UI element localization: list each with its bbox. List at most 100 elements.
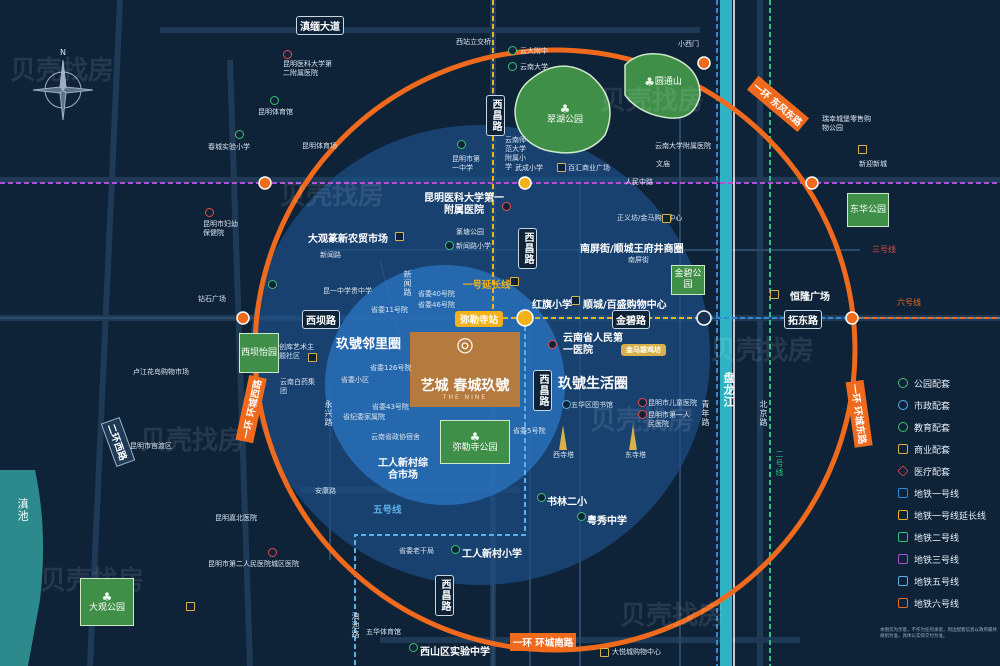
legend-label: 地铁一号线 [914, 489, 960, 500]
legend-label: 地铁二号线 [914, 533, 960, 544]
education-icon [898, 422, 908, 432]
poi-small: 新迎新城 [859, 160, 887, 168]
legend-label: 地铁五号线 [914, 577, 960, 588]
road-nanping: 南屏街 [628, 256, 649, 264]
road-dian-mian: 滇缅大道 [296, 16, 344, 35]
poi-small: 篆塘公园 [456, 228, 484, 236]
metro-line3-icon [898, 554, 908, 564]
road-qingnian: 青年路 [701, 400, 710, 427]
compass [32, 59, 94, 121]
legend-item: 市政配套 [898, 394, 998, 416]
poi-shuncheng: 顺城/百盛购物中心 [583, 300, 667, 311]
road-yongxin: 永兴路 [324, 400, 333, 427]
poi-shulin: 书林二小 [547, 497, 587, 508]
commerce-icon [557, 163, 566, 172]
cuihu-park-shape [514, 65, 611, 154]
road-jinbi: 金碧路 [612, 310, 650, 329]
road-chengdu: 滇池路 [351, 612, 360, 639]
metro-line5-label: 五号线 [373, 505, 402, 516]
poi-small: 省委老干局 [399, 547, 434, 555]
commerce-icon [858, 145, 867, 154]
poi-small: 昆明市妇幼保健院 [203, 220, 238, 237]
poi-small: 昆明体育场 [302, 142, 337, 150]
park-xiba-yi-label: 西坝怡园 [240, 347, 277, 358]
metro-line1-icon [898, 488, 908, 498]
metro-line3-label: 三号线 [872, 245, 896, 254]
poi-small: 西寺塔 [553, 451, 574, 459]
poi-daguan-market: 大观篆新农贸市场 [308, 234, 388, 245]
tree-icon: ♣ [101, 589, 113, 604]
road-beijing: 北京路 [759, 400, 768, 427]
poi-small: 卢江花岛购物市场 [133, 368, 189, 376]
metro-line5-icon [898, 576, 908, 586]
poi-small: 钻石广场 [198, 295, 226, 303]
legend-item: 地铁五号线 [898, 570, 998, 592]
poi-small: 云南大学 [520, 63, 548, 71]
station-markers [516, 176, 712, 327]
park-mile: ♣ 弥勒寺公园 [440, 420, 510, 464]
commerce-icon [662, 214, 671, 223]
poi-small: 正义坊/金马购物中心 [617, 214, 683, 222]
legend-label: 地铁三号线 [914, 555, 960, 566]
commerce-icon [308, 353, 317, 362]
dianchi-lake [0, 470, 44, 666]
compass-n: N [60, 48, 66, 57]
park-cuihu-label: 翠湖公园 [546, 114, 583, 125]
yuantong-park-shape [624, 53, 701, 119]
poi-small: 创库艺术主题社区 [279, 343, 314, 360]
park-donghua-label: 东华公园 [849, 204, 886, 215]
place-jinma-biji: 金马碧鸡坊 [621, 344, 666, 356]
education-icon [409, 643, 418, 652]
poi-gongren-market: 工人新村综合市场 [378, 458, 428, 481]
metro-line1-ext-label: 一号延长线 [463, 280, 511, 291]
pagodas [559, 425, 637, 450]
poi-small: 文庙 [656, 160, 670, 168]
poi-small: 云南白药集团 [280, 378, 315, 395]
tree-icon: ♣ [644, 75, 655, 89]
circle-neighborhood-title: 玖號邻里圈 [336, 337, 402, 352]
hospital-icon [205, 208, 214, 217]
municipal-icon [898, 400, 908, 410]
legend-label: 教育配套 [914, 423, 951, 434]
commerce-icon [510, 277, 519, 286]
road-tuodong: 拓东路 [784, 310, 822, 329]
poi-small: 昆明体育馆 [258, 108, 293, 116]
poi-small: 新闻路小学 [456, 242, 491, 250]
poi-small: 省委5号院 [513, 427, 546, 435]
poi-small: 昆明市第一中学 [452, 155, 480, 172]
poi-gongren-school: 工人新村小学 [462, 549, 522, 560]
legend-label: 医疗配套 [914, 467, 951, 478]
park-cuihu: ♣ 翠湖公园 [537, 96, 593, 132]
education-icon [451, 545, 460, 554]
education-icon [270, 96, 279, 105]
project-block [410, 332, 520, 407]
commerce-icon [395, 232, 404, 241]
poi-small: 五华区图书馆 [571, 401, 613, 409]
commerce-icon [571, 296, 580, 305]
education-icon [445, 241, 454, 250]
poi-small: 云大附中 [520, 47, 548, 55]
metro-line6-icon [898, 598, 908, 608]
park-xiba-yi: 西坝怡园 [239, 333, 279, 373]
poi-small: 昆明嘉北医院 [215, 514, 257, 522]
road-xiba: 西坝路 [302, 310, 340, 329]
poi-yuexiu: 粤秀中学 [587, 516, 627, 527]
poi-yunnan-hospital: 云南省人民第一医院 [563, 333, 623, 356]
hospital-icon [638, 410, 647, 419]
place-xiao-ximen: 小西门 [678, 40, 699, 48]
poi-small: 西站立交桥 [456, 38, 491, 46]
legend-label: 地铁一号线延长线 [914, 511, 987, 522]
hospital-icon [283, 50, 292, 59]
hospital-icon [638, 398, 647, 407]
road-xinwen: 新闻路 [320, 251, 341, 259]
poi-small: 昆明市第二人民医院城区医院 [208, 560, 299, 568]
road-xichang-north: 西昌路 [486, 95, 505, 136]
hospital-icon [548, 340, 557, 349]
poi-hengrui: 恒隆广场 [790, 292, 830, 303]
poi-nanpingjie: 南屏街/顺城王府井商圈 [580, 244, 684, 255]
poi-small: 省纪委家属院 [343, 413, 385, 421]
metro-line1-ext-icon [898, 510, 908, 520]
river-panlong: 盘龙江 [722, 372, 735, 408]
legend-label: 市政配套 [914, 401, 951, 412]
road-xichang-south: 西昌路 [533, 370, 552, 411]
